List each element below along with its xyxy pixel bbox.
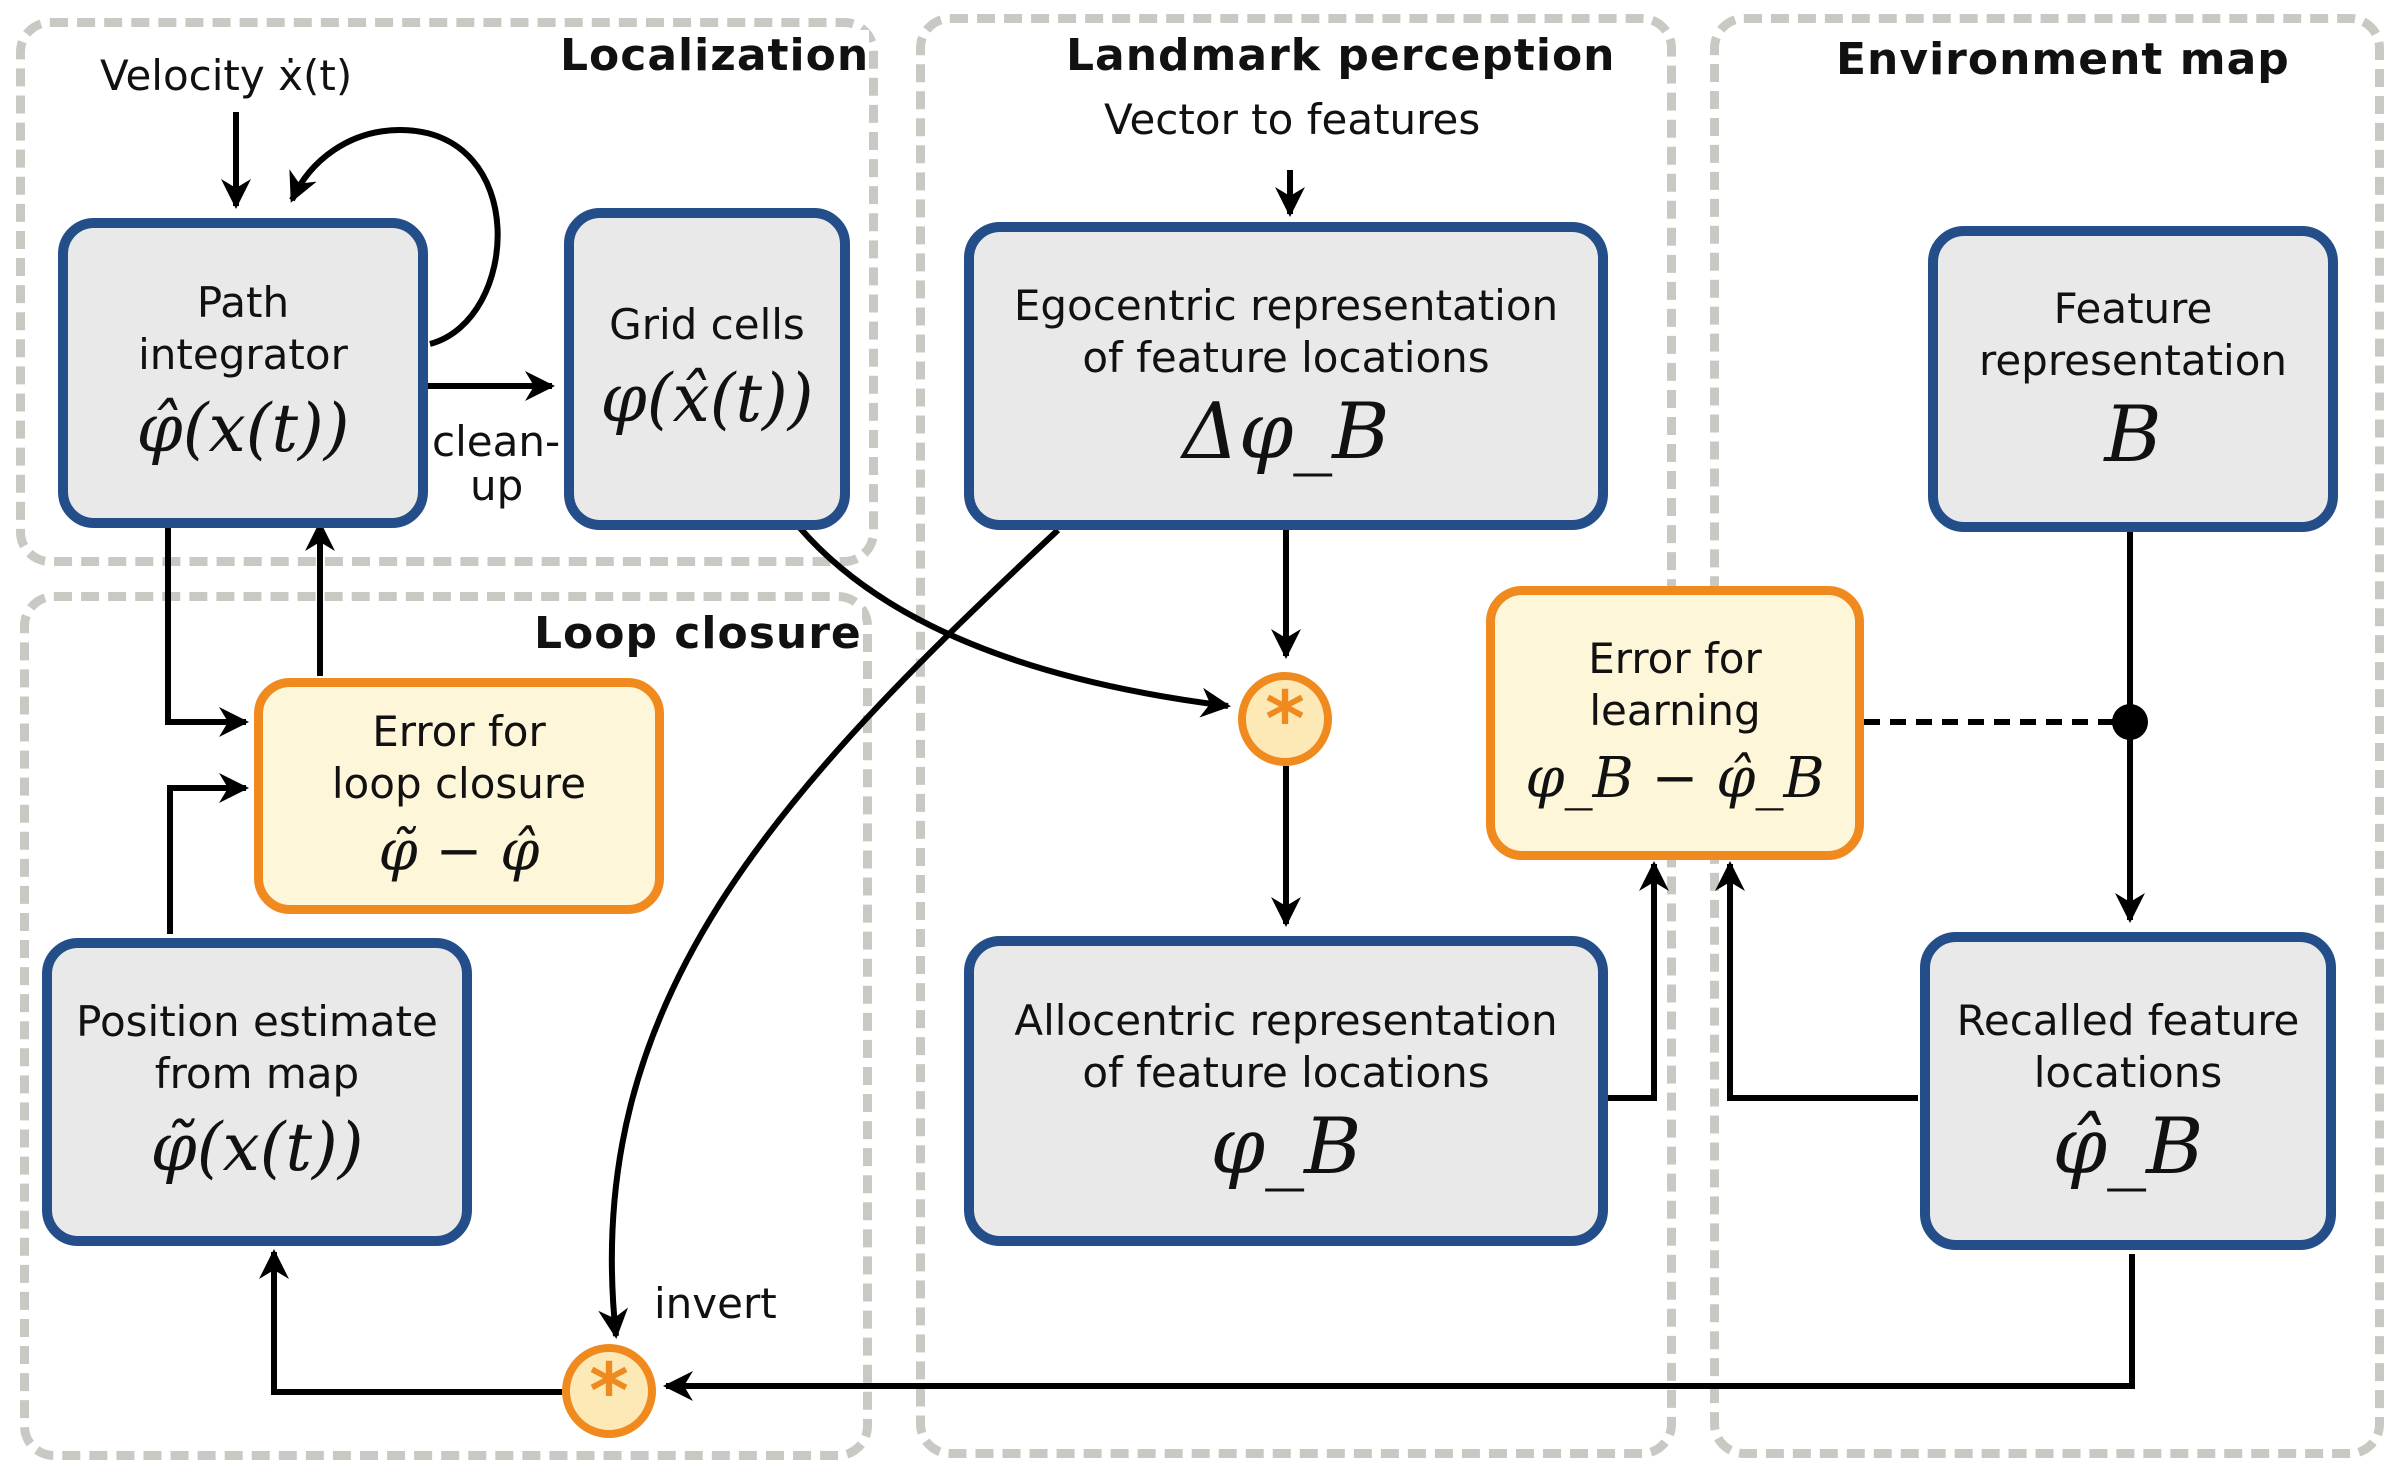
wire-ego-to-invert-conv xyxy=(598,527,1061,1339)
allocentric-label: Allocentric representation of feature lo… xyxy=(1014,996,1558,1097)
title-loop-closure: Loop closure xyxy=(534,608,862,659)
velocity-input-label: Velocity ẋ(t) xyxy=(100,51,353,100)
path-integrator-box: Path integrator φ̂(x(t)) xyxy=(58,218,428,528)
grid-cells-box: Grid cells φ(x̂(t)) xyxy=(564,208,850,530)
feature-representation-box: Feature representation B xyxy=(1928,226,2338,532)
error-loop-closure-label: Error for loop closure xyxy=(331,707,587,808)
title-environment-map: Environment map xyxy=(1836,34,2290,85)
vector-to-features-label: Vector to features xyxy=(1104,95,1481,144)
cleanup-label-2: up xyxy=(470,461,524,510)
error-loop-closure-math: φ̃ − φ̂ xyxy=(378,819,540,884)
position-estimate-math: φ̃(x(t)) xyxy=(150,1109,364,1186)
wire-allo-to-error-learning xyxy=(1604,861,1669,1101)
grid-cells-math: φ(x̂(t)) xyxy=(600,360,814,437)
grid-cells-label: Grid cells xyxy=(609,300,805,349)
wire-recalled-to-error-learning xyxy=(1715,861,1918,1101)
wire-position-to-error xyxy=(167,773,249,934)
region-loop-closure xyxy=(20,592,872,1460)
region-localization xyxy=(16,18,878,566)
allocentric-box: Allocentric representation of feature lo… xyxy=(964,936,1608,1246)
recalled-feature-box: Recalled feature locations φ̂_B xyxy=(1920,932,2336,1250)
egocentric-box: Egocentric representation of feature loc… xyxy=(964,222,1608,530)
wire-invert-conv-to-position xyxy=(259,1249,562,1395)
error-learning-label: Error for learning xyxy=(1588,634,1762,735)
recalled-feature-math: φ̂_B xyxy=(2052,1102,2204,1192)
title-landmark-perception: Landmark perception xyxy=(1066,30,1616,81)
title-localization: Localization xyxy=(560,30,870,81)
feature-representation-math: B xyxy=(2104,390,2162,480)
junction-dot xyxy=(2112,704,2148,740)
convolution-operator-invert: * xyxy=(562,1344,656,1438)
wire-integrator-feedback xyxy=(289,126,501,347)
error-loop-closure-box: Error for loop closure φ̃ − φ̂ xyxy=(254,678,664,914)
convolution-operator-landmark: * xyxy=(1238,672,1332,766)
feature-representation-label: Feature representation xyxy=(1978,284,2288,385)
allocentric-math: φ_B xyxy=(1210,1102,1362,1192)
invert-label: invert xyxy=(654,1279,777,1328)
position-estimate-label: Position estimate from map xyxy=(76,997,438,1098)
recalled-feature-label: Recalled feature locations xyxy=(1956,996,2300,1097)
position-estimate-box: Position estimate from map φ̃(x(t)) xyxy=(42,938,472,1246)
wire-recalled-to-invert-conv xyxy=(663,1254,2135,1401)
egocentric-math: Δφ_B xyxy=(1182,387,1390,477)
path-integrator-math: φ̂(x(t)) xyxy=(136,390,350,467)
error-learning-box: Error for learning φ_B − φ̂_B xyxy=(1486,586,1864,860)
wire-integrator-down-to-error xyxy=(165,528,249,737)
error-learning-math: φ_B − φ̂_B xyxy=(1525,746,1825,811)
wire-grid-to-conv xyxy=(797,526,1231,718)
cleanup-label-1: clean- xyxy=(432,417,561,466)
path-integrator-label: Path integrator xyxy=(138,278,348,379)
egocentric-label: Egocentric representation of feature loc… xyxy=(1013,281,1559,382)
